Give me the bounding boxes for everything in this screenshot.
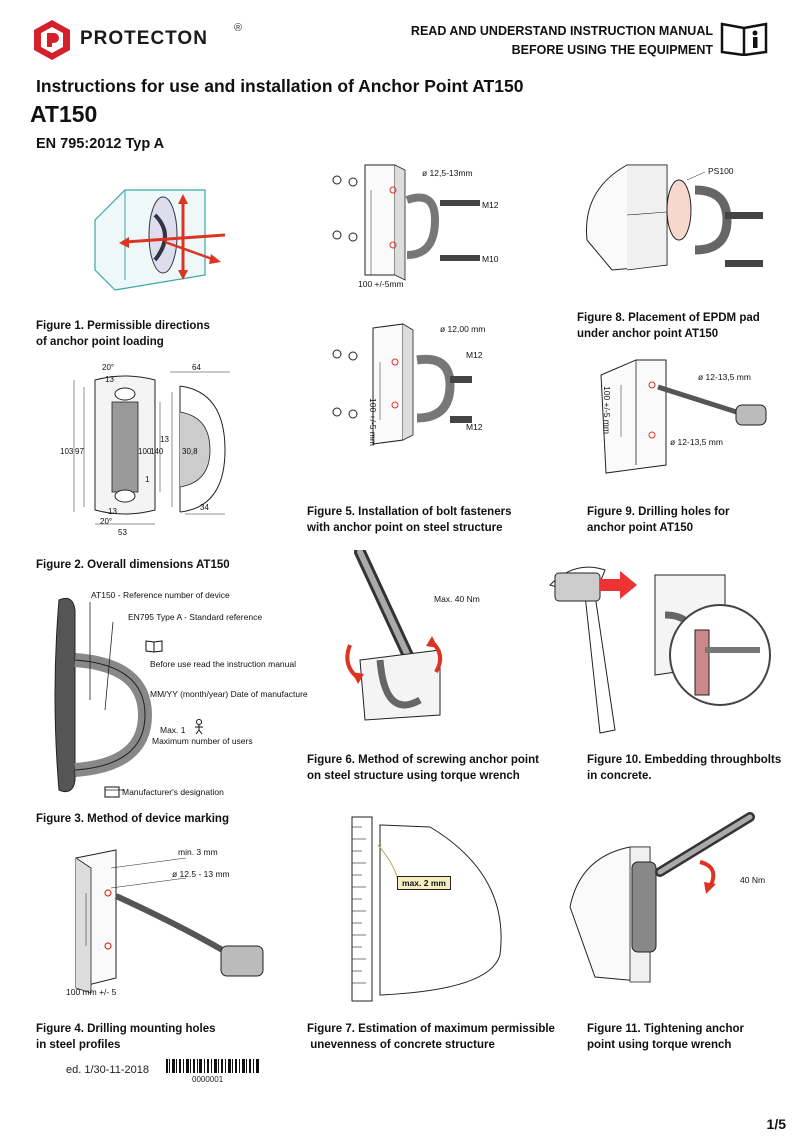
manual-book-icon (145, 640, 163, 653)
dim-1: 1 (145, 475, 150, 484)
figure-4-caption: Figure 4. Drilling mounting holes in ste… (36, 1023, 216, 1051)
figure-6-caption: Figure 6. Method of screwing anchor poin… (307, 754, 539, 782)
dim-34: 34 (200, 503, 209, 512)
f5-m12-upper-label: M12 (466, 350, 483, 360)
f5t-diameter-label: ø 12,5-13mm (422, 168, 473, 178)
figure-7-illustration (351, 816, 502, 1002)
f9-distance-label: 100 +/-5 mm (602, 386, 612, 434)
figure-11-illustration (569, 812, 755, 983)
brand-name: PROTECTON (80, 28, 208, 49)
f9-diameter-upper-label: ø 12-13,5 mm (698, 372, 751, 382)
figure-3-device-illustration (54, 597, 153, 793)
dim-64: 64 (192, 363, 201, 372)
f4-diameter-label: ø 12.5 - 13 mm (172, 869, 230, 879)
figure-2-caption: Figure 2. Overall dimensions AT150 (36, 559, 230, 571)
f8-pad-label: PS100 (708, 166, 734, 176)
dim-13-upper: 13 (105, 375, 114, 384)
read-manual-icon (720, 22, 768, 56)
dim-100: 100 (138, 447, 152, 456)
marking-ref: AT150 - Reference number of device (91, 590, 230, 600)
marking-maker: Manufacturer's designation (122, 787, 224, 797)
dim-angle-bottom: 20° (100, 517, 112, 526)
figure-3-caption: Figure 3. Method of device marking (36, 813, 229, 825)
marking-date: MM/YY (month/year) Date of manufacture (150, 689, 308, 699)
figure-5-caption: Figure 5. Installation of bolt fasteners… (307, 506, 512, 534)
figure-9-caption: Figure 9. Drilling holes for anchor poin… (587, 506, 730, 534)
warning-line-1: READ AND UNDERSTAND INSTRUCTION MANUAL (410, 24, 713, 38)
dim-13-mid: 13 (160, 435, 169, 444)
warning-notice: READ AND UNDERSTAND INSTRUCTION MANUAL B… (411, 22, 713, 60)
norm-reference: EN 795:2012 Typ A (36, 136, 165, 152)
figure-5-top-illustration (332, 164, 480, 281)
f5t-distance-label: 100 +/-5mm (358, 279, 404, 289)
f5-distance-label: 100 +/-5 mm (368, 398, 378, 446)
f4-min-label: min. 3 mm (178, 847, 218, 857)
barcode-icon (166, 1059, 259, 1073)
f5-m12-lower-label: M12 (466, 422, 483, 432)
figure-7-caption: Figure 7. Estimation of maximum permissi… (307, 1023, 555, 1051)
figure-8-illustration (586, 164, 763, 271)
marking-std: EN795 Type A - Standard reference (128, 612, 263, 622)
dim-97: 97 (75, 447, 84, 456)
figure-1-caption: Figure 1. Permissible directions of anch… (36, 320, 210, 348)
serial-number: 0000001 (192, 1075, 224, 1084)
marking-max: Max. 1 (160, 725, 186, 735)
protecton-logo-icon (34, 20, 70, 60)
model-name: AT150 (30, 101, 98, 127)
figure-9-illustration (600, 359, 767, 474)
page-number: 1/5 (766, 1116, 786, 1132)
dim-103: 103 (60, 447, 74, 456)
f5-diameter-label: ø 12,00 mm (440, 324, 486, 334)
dim-140: 140 (150, 447, 164, 456)
manufacturer-tag-icon (104, 786, 120, 798)
f5t-m10-label: M10 (482, 254, 499, 264)
marking-users: Maximum number of users (152, 736, 253, 746)
edition-label: ed. 1/30-11-2018 (66, 1064, 149, 1076)
figure-2-dimensions-drawing: 64 20° 13 103 97 100 140 13 30,8 13 20° … (60, 363, 230, 537)
figure-6-illustration (345, 550, 443, 721)
f11-torque-label: 40 Nm (740, 875, 766, 885)
registered-mark: ® (234, 22, 243, 34)
f4-distance-label: 100 mm +/- 5 (66, 987, 117, 997)
figure-5-illustration (332, 323, 472, 445)
f9-diameter-lower-label: ø 12-13,5 mm (670, 437, 723, 447)
f6-torque-label: Max. 40 Nm (434, 594, 480, 604)
figure-4-illustration (75, 849, 264, 994)
dim-angle-top: 20° (102, 363, 114, 372)
figure-8-caption: Figure 8. Placement of EPDM pad under an… (577, 312, 760, 340)
warning-line-2: BEFORE USING THE EQUIPMENT (511, 43, 713, 57)
f7-max-label: max. 2 mm (397, 876, 451, 890)
figure-11-caption: Figure 11. Tightening anchor point using… (587, 1023, 744, 1051)
dim-30-8: 30,8 (182, 447, 198, 456)
dim-13-lower: 13 (108, 507, 117, 516)
document-title: Instructions for use and installation of… (36, 76, 524, 96)
figure-10-caption: Figure 10. Embedding throughbolts in con… (587, 754, 782, 782)
f5t-m12-label: M12 (482, 200, 499, 210)
ruler-ticks (352, 826, 366, 984)
dim-53: 53 (118, 528, 127, 537)
user-figure-icon (195, 719, 203, 735)
figure-1-illustration (94, 189, 226, 291)
figure-10-illustration (549, 566, 771, 734)
marking-read: Before use read the instruction manual (150, 659, 297, 669)
